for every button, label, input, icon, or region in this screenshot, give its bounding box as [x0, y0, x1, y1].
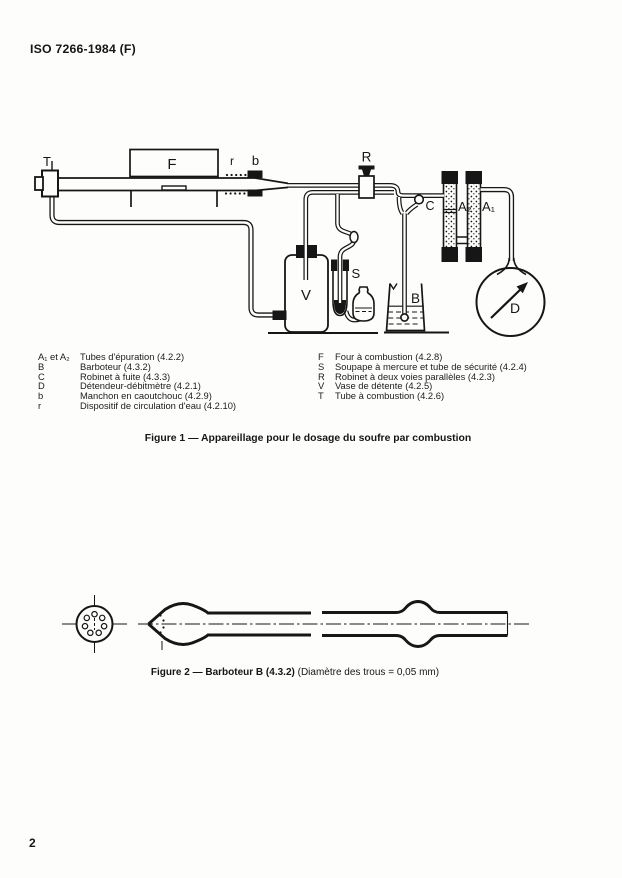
leak-valve: [413, 194, 425, 205]
rubber-sleeve: [247, 170, 263, 197]
mercury-liquid: [334, 300, 346, 314]
combustion-boat: [161, 185, 187, 191]
label-S: S: [352, 266, 361, 281]
flow-meter: [475, 267, 546, 337]
label-R: R: [362, 150, 372, 165]
furnace: [129, 148, 219, 207]
figure1-caption: Figure 1 — Appareillage pour le dosage d…: [144, 433, 472, 444]
safety-tube-bulb: [352, 286, 375, 322]
figure2-bubbler: [62, 595, 530, 653]
flow-meter-neck: [496, 257, 527, 276]
two-way-valve: [358, 165, 375, 199]
label-A1: A₁: [482, 199, 496, 214]
label-r: r: [230, 154, 234, 168]
figure1-labels: T F r b R C A₂ A₁ S V B D: [43, 150, 520, 317]
purification-tubes: [441, 171, 482, 262]
gauge-arrow: [516, 282, 528, 294]
label-T: T: [43, 154, 51, 169]
figure2-caption: Figure 2 — Barboteur B (4.3.2) (Diamètre…: [150, 667, 440, 678]
tip-holes: [159, 614, 165, 634]
figure1-apparatus: T F r b R C A₂ A₁ S V B D: [34, 148, 546, 337]
bubbler-tip: [400, 313, 409, 322]
bubbler-side-view: [147, 600, 509, 650]
label-b: b: [252, 153, 259, 168]
bubbler-cross-section: [75, 605, 114, 643]
label-F: F: [167, 156, 176, 173]
label-A2: A₂: [458, 199, 472, 214]
label-V: V: [301, 287, 311, 304]
tube-end-cap: [34, 161, 59, 198]
page-header: ISO 7266-1984 (F): [30, 42, 136, 56]
page-number: 2: [29, 836, 36, 850]
coupling: [272, 310, 287, 320]
label-B: B: [411, 291, 420, 306]
mercury-valve: [331, 230, 359, 317]
water-circulation-device: [224, 173, 247, 195]
bench-lines: [268, 331, 449, 334]
combustion-tube: [57, 177, 289, 192]
label-D: D: [510, 300, 520, 316]
label-C: C: [426, 199, 435, 213]
